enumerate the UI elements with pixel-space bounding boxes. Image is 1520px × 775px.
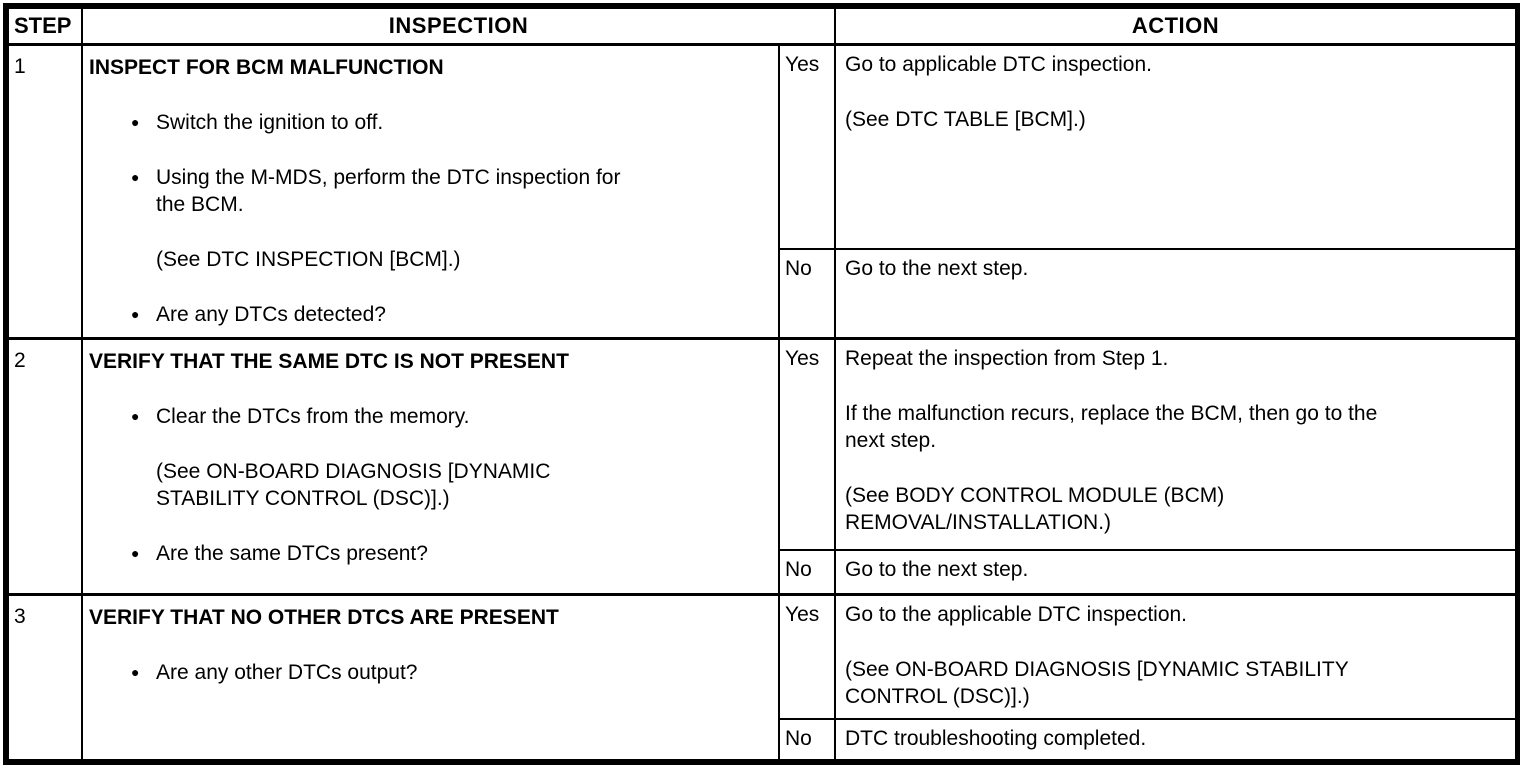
bullet-icon: ●: [131, 407, 140, 424]
inspection-title: VERIFY THAT THE SAME DTC IS NOT PRESENT: [89, 349, 569, 373]
bullet-icon: ●: [131, 168, 140, 185]
action-paragraph: Go to the next step.: [845, 257, 1029, 280]
yes-action-cell: Go to applicable DTC inspection. (See DTC…: [834, 42, 1519, 250]
step-number: 3: [5, 592, 83, 763]
step3-no-row: No DTC troubleshooting completed.: [6, 718, 1519, 763]
bullet-icon: ●: [131, 544, 140, 561]
step2-no-row: No Go to the next step.: [6, 549, 1519, 595]
item-text: Are any other DTCs output?: [156, 660, 418, 684]
no-label-cell: No: [778, 718, 836, 763]
no-label-cell: No: [778, 248, 836, 339]
action-paragraph: (See DTC TABLE [BCM].): [845, 107, 1086, 131]
inspection-cell: VERIFY THAT NO OTHER DTCS ARE PRESENT ● A…: [81, 592, 780, 763]
column-header-step: STEP: [5, 5, 83, 46]
inspection-cell: VERIFY THAT THE SAME DTC IS NOT PRESENT …: [81, 336, 780, 595]
column-header-inspection: INSPECTION: [81, 5, 836, 46]
step2-yes-row: 2 VERIFY THAT THE SAME DTC IS NOT PRESEN…: [5, 336, 1519, 595]
yes-label-cell: Yes: [778, 336, 836, 551]
action-paragraph: Go to the next step.: [845, 558, 1029, 581]
bullet-spacer: [131, 246, 156, 273]
step3-yes-row: 3 VERIFY THAT NO OTHER DTCS ARE PRESENT …: [5, 592, 1519, 763]
item-text: (See ON-BOARD DIAGNOSIS [DYNAMIC STABILI…: [156, 459, 551, 510]
action-paragraph: Repeat the inspection from Step 1.: [845, 346, 1169, 370]
bullet-item: ● Are any DTCs detected?: [89, 301, 770, 328]
bullet-item: ● Using the M-MDS, perform the DTC inspec…: [89, 164, 770, 218]
yes-label-cell: Yes: [778, 592, 836, 720]
item-text: Switch the ignition to off.: [156, 110, 384, 134]
step1-yes-row: 1 INSPECT FOR BCM MALFUNCTION ● Switch th…: [5, 42, 1519, 339]
item-text: (See DTC INSPECTION [BCM].): [156, 247, 461, 271]
bullet-spacer: [131, 458, 156, 512]
header-row: STEP INSPECTION ACTION: [5, 5, 1519, 46]
no-action-cell: Go to the next step.: [834, 549, 1519, 595]
bullet-icon: ●: [131, 113, 140, 130]
action-paragraph: (See BODY CONTROL MODULE (BCM) REMOVAL/I…: [845, 483, 1225, 534]
action-paragraph: DTC troubleshooting completed.: [845, 727, 1147, 750]
no-action-cell: Go to the next step.: [834, 248, 1519, 339]
step-number: 2: [5, 336, 83, 595]
action-paragraph: Go to applicable DTC inspection.: [845, 52, 1152, 76]
item-text: Using the M-MDS, perform the DTC inspect…: [156, 165, 621, 216]
step-number: 1: [5, 42, 83, 339]
inspection-cell: INSPECT FOR BCM MALFUNCTION ● Switch the …: [81, 42, 780, 339]
step1-no-row: No Go to the next step.: [6, 248, 1519, 339]
yes-action-cell: Go to the applicable DTC inspection. (See…: [834, 592, 1519, 720]
yes-action-cell: Repeat the inspection from Step 1. If the…: [834, 336, 1519, 551]
reference-note: (See DTC INSPECTION [BCM].): [89, 246, 770, 273]
yes-label-cell: Yes: [778, 42, 836, 250]
bullet-item: ● Are the same DTCs present?: [89, 540, 770, 567]
bullet-icon: ●: [131, 663, 140, 680]
reference-note: (See ON-BOARD DIAGNOSIS [DYNAMIC STABILI…: [89, 458, 770, 512]
item-text: Clear the DTCs from the memory.: [156, 404, 470, 428]
bullet-item: ● Switch the ignition to off.: [89, 109, 770, 136]
inspection-items: ● Are any other DTCs output?: [89, 659, 770, 686]
bullet-item: ● Clear the DTCs from the memory.: [89, 403, 770, 430]
inspection-items: ● Clear the DTCs from the memory. (See ON-…: [89, 403, 770, 567]
item-text: Are any DTCs detected?: [156, 302, 386, 326]
dtc-troubleshooting-table: STEP INSPECTION ACTION 1 INSPECT FOR BCM…: [3, 3, 1520, 765]
no-action-cell: DTC troubleshooting completed.: [834, 718, 1519, 763]
inspection-items: ● Switch the ignition to off. ● Using the M…: [89, 109, 770, 328]
no-label-cell: No: [778, 549, 836, 595]
bullet-icon: ●: [131, 305, 140, 322]
action-paragraph: Go to the applicable DTC inspection.: [845, 602, 1188, 626]
bullet-item: ● Are any other DTCs output?: [89, 659, 770, 686]
action-paragraph: If the malfunction recurs, replace the B…: [845, 401, 1378, 452]
inspection-title: VERIFY THAT NO OTHER DTCS ARE PRESENT: [89, 605, 559, 629]
action-paragraph: (See ON-BOARD DIAGNOSIS [DYNAMIC STABILI…: [845, 657, 1349, 708]
inspection-title: INSPECT FOR BCM MALFUNCTION: [89, 55, 444, 79]
item-text: Are the same DTCs present?: [156, 541, 428, 565]
column-header-action: ACTION: [834, 5, 1519, 46]
